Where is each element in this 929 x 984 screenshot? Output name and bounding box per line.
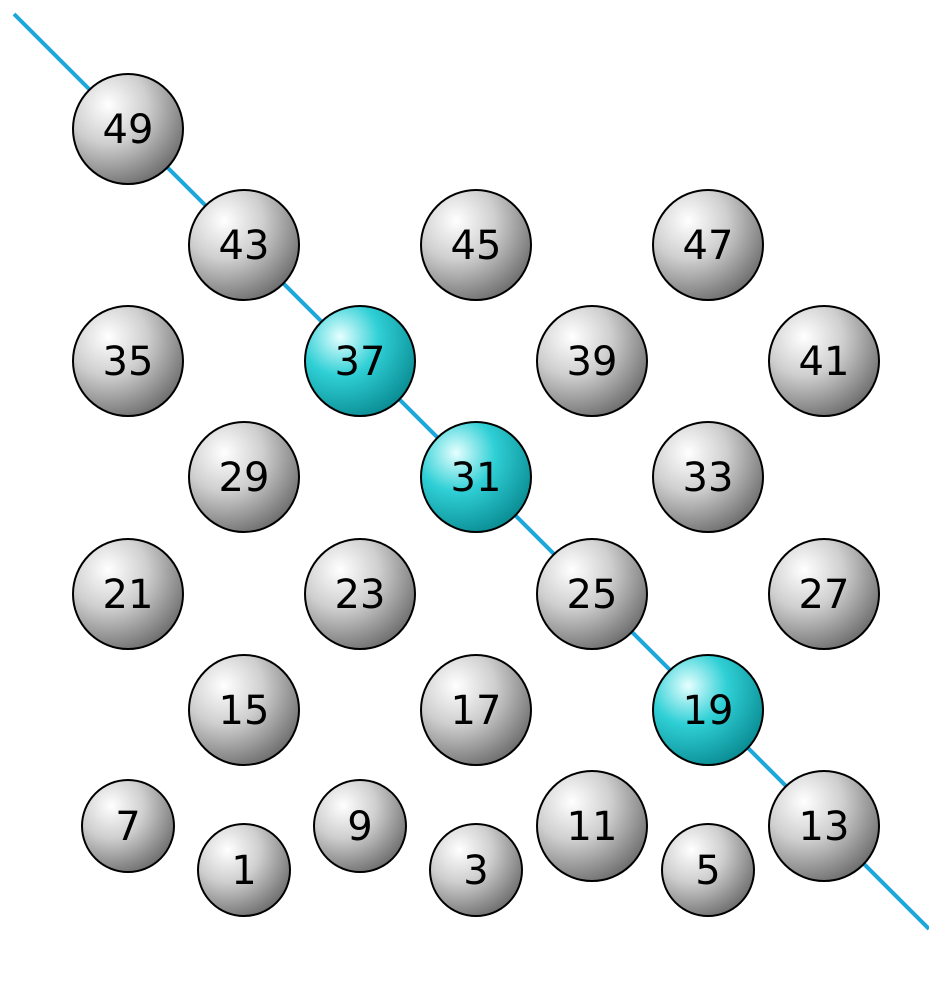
- ball-label: 49: [103, 107, 154, 153]
- ball-label: 17: [451, 688, 502, 734]
- ball-label: 45: [451, 223, 502, 269]
- ball-label: 7: [115, 804, 140, 850]
- ball-23: 23: [305, 539, 415, 649]
- ball-label: 3: [463, 848, 488, 894]
- ball-43: 43: [189, 190, 299, 300]
- ball-45: 45: [421, 190, 531, 300]
- ball-label: 29: [219, 455, 270, 501]
- ball-label: 25: [567, 572, 618, 618]
- ball-label: 1: [231, 848, 256, 894]
- ball-15: 15: [189, 655, 299, 765]
- ball-3: 3: [430, 824, 522, 916]
- ball-label: 11: [567, 804, 618, 850]
- ball-label: 21: [103, 572, 154, 618]
- ball-label: 5: [695, 848, 720, 894]
- ball-19: 19: [653, 655, 763, 765]
- ball-41: 41: [769, 306, 879, 416]
- ball-label: 47: [683, 223, 734, 269]
- ball-11: 11: [537, 771, 647, 881]
- ball-label: 35: [103, 339, 154, 385]
- ball-label: 33: [683, 455, 734, 501]
- ball-47: 47: [653, 190, 763, 300]
- ball-21: 21: [73, 539, 183, 649]
- ball-9: 9: [314, 780, 406, 872]
- ball-31: 31: [421, 422, 531, 532]
- ball-label: 27: [799, 572, 850, 618]
- ball-label: 19: [683, 688, 734, 734]
- ball-label: 37: [335, 339, 386, 385]
- ball-5: 5: [662, 824, 754, 916]
- ball-37: 37: [305, 306, 415, 416]
- ball-29: 29: [189, 422, 299, 532]
- ball-33: 33: [653, 422, 763, 532]
- ball-label: 9: [347, 804, 372, 850]
- ball-label: 39: [567, 339, 618, 385]
- ball-label: 41: [799, 339, 850, 385]
- ball-1: 1: [198, 824, 290, 916]
- ball-39: 39: [537, 306, 647, 416]
- ball-label: 15: [219, 688, 270, 734]
- ball-17: 17: [421, 655, 531, 765]
- ball-label: 23: [335, 572, 386, 618]
- ball-label: 31: [451, 455, 502, 501]
- ball-label: 13: [799, 804, 850, 850]
- ball-27: 27: [769, 539, 879, 649]
- ball-label: 43: [219, 223, 270, 269]
- ball-13: 13: [769, 771, 879, 881]
- ball-35: 35: [73, 306, 183, 416]
- ball-25: 25: [537, 539, 647, 649]
- ball-49: 49: [73, 74, 183, 184]
- ball-7: 7: [82, 780, 174, 872]
